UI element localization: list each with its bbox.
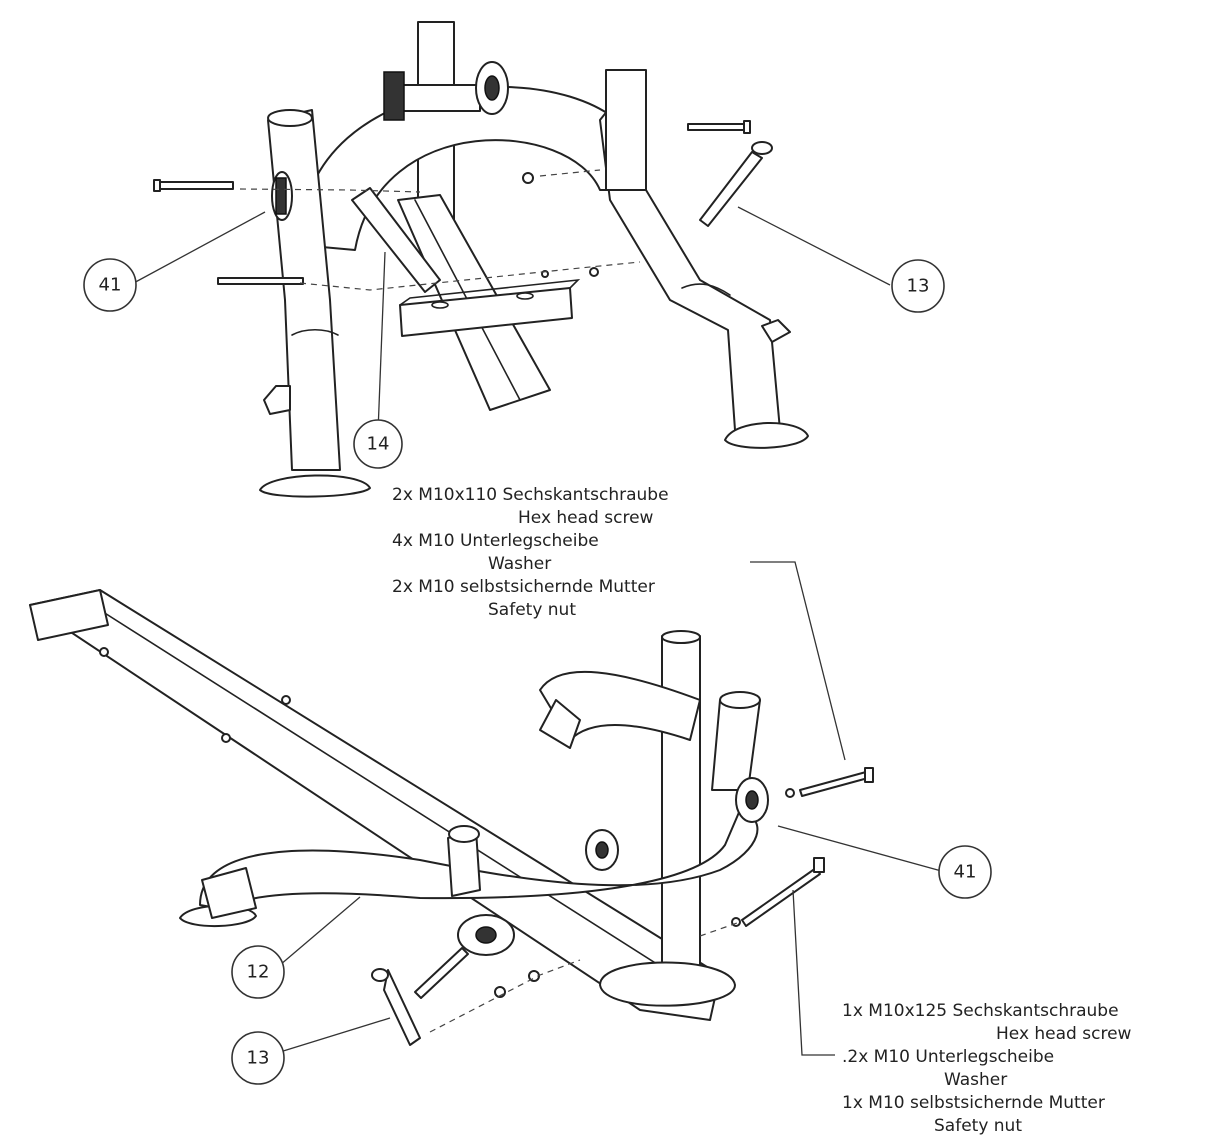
top-pulley-axle [399,84,481,112]
top-right-upright [605,69,647,191]
note-top-line3: 4x M10 Unterlegscheibe [392,531,599,551]
bottom-leader-long-screw [792,889,835,1056]
top-leader-14 [377,251,386,433]
note-top-line4: Washer [488,554,552,574]
bottom-leader-41 [777,825,946,873]
top-cross-block [399,287,573,337]
top-strut-14 [351,187,441,293]
bottom-long-rail [29,589,721,1021]
note-top-line6: Safety nut [488,600,576,620]
callout-bottom-12: 12 [231,945,285,999]
svg-text:13: 13 [907,276,930,297]
bottom-foot-pedal [29,589,109,641]
svg-text:41: 41 [99,275,122,296]
callout-top-41: 41 [83,258,137,312]
note-top-line5: 2x M10 selbstsichernde Mutter [392,577,655,597]
svg-text:41: 41 [954,862,977,883]
bottom-bolts [371,767,874,1046]
bottom-frame-assembly [29,589,874,1046]
svg-text:13: 13 [247,1048,270,1069]
bottom-pin-13 [383,969,421,1046]
note-bottom-line2: Hex head screw [996,1024,1132,1044]
bottom-leader-13 [279,1017,391,1053]
top-frame-assembly [153,21,809,498]
bottom-back-upright [711,699,761,791]
top-pulley-left [383,71,405,121]
top-left-foot-plate [259,474,371,498]
callout-bottom-41: 41 [938,845,992,899]
note-bottom-line1: 1x M10x125 Sechskantschraube [842,1001,1119,1021]
note-bottom-line6: Safety nut [934,1116,1022,1136]
callout-bottom-13: 13 [231,1031,285,1085]
note-bottom-line4: Washer [944,1070,1008,1090]
note-bottom-line5: 1x M10 selbstsichernde Mutter [842,1093,1105,1113]
svg-text:14: 14 [367,434,390,455]
callout-top-13: 13 [891,259,945,313]
top-leader-41 [129,211,266,286]
note-top-line2: Hex head screw [518,508,654,528]
note-bottom-line3: .2x M10 Unterlegscheibe [842,1047,1055,1067]
callout-top-14: 14 [353,419,403,469]
top-right-foot-plate [724,421,809,449]
bottom-base-oval [599,961,736,1007]
top-pin-13 [699,151,763,227]
hardware-note-top: 2x M10x110 Sechskantschraube Hex head sc… [392,484,669,622]
hardware-note-bottom: 1x M10x125 Sechskantschraube Hex head sc… [842,1000,1131,1138]
top-bolts [153,120,773,285]
bottom-leader-screw [750,561,846,761]
bottom-leader-12 [279,896,361,966]
svg-text:12: 12 [247,962,270,983]
bottom-front-tube-12 [199,809,759,911]
top-leader-13 [737,206,891,286]
bottom-back-tube [539,670,701,741]
note-top-line1: 2x M10x110 Sechskantschraube [392,485,669,505]
